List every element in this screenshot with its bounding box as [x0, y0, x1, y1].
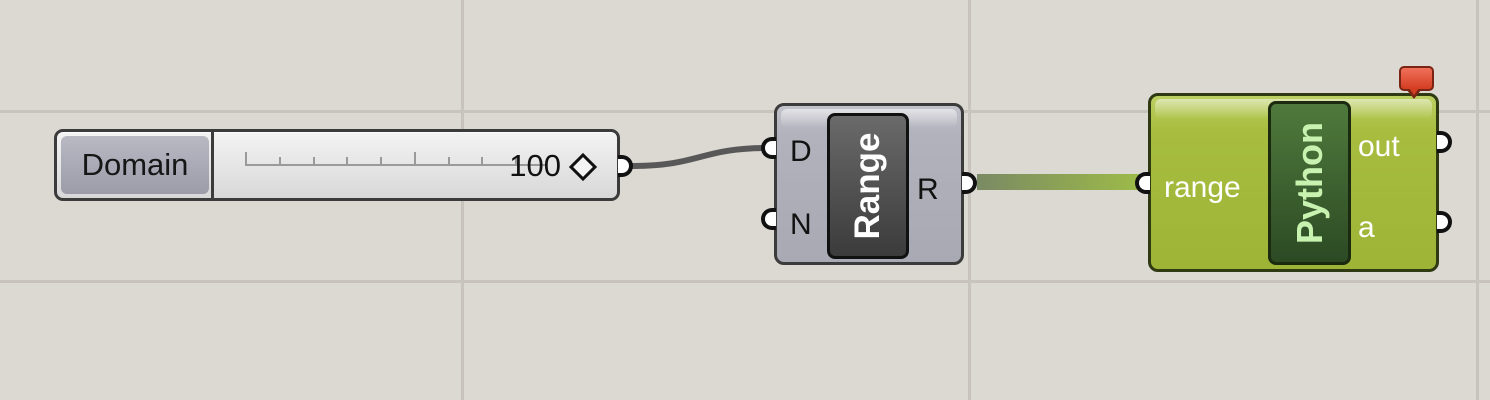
wire-domain-to-range[interactable] — [631, 145, 769, 169]
diamond-grip-icon[interactable] — [568, 152, 598, 182]
range-output-r-label: R — [917, 173, 939, 206]
python-output-out-label: out — [1358, 130, 1400, 163]
range-component[interactable]: D N Range R — [774, 103, 964, 265]
range-input-n-label: N — [790, 208, 812, 241]
number-slider-domain[interactable]: Domain 100 — [54, 129, 620, 201]
slider-output-port[interactable] — [618, 155, 633, 177]
grid-line-horizontal — [0, 280, 1490, 283]
grid-line-horizontal — [0, 110, 1490, 113]
message-balloon-tail-fill — [1409, 88, 1419, 95]
python-input-range-label: range — [1164, 171, 1241, 204]
python-component[interactable]: range Python out a — [1148, 93, 1439, 272]
python-input-port-range[interactable] — [1135, 172, 1150, 194]
slider-label[interactable]: Domain — [61, 136, 209, 194]
grid-line-vertical — [1476, 0, 1479, 400]
range-input-d-label: D — [790, 135, 812, 168]
slider-divider — [211, 132, 214, 198]
range-input-port-d[interactable] — [761, 137, 776, 159]
python-output-a-label: a — [1358, 211, 1375, 244]
slider-track[interactable] — [245, 150, 545, 166]
range-input-port-n[interactable] — [761, 208, 776, 230]
python-output-port-out[interactable] — [1437, 131, 1452, 153]
python-component-title: Python — [1288, 122, 1330, 244]
slider-value[interactable]: 100 — [509, 148, 561, 183]
python-component-name: Python — [1268, 101, 1351, 265]
python-output-port-a[interactable] — [1437, 211, 1452, 233]
wire-range-to-python[interactable] — [977, 174, 1141, 190]
range-component-name: Range — [827, 113, 909, 259]
range-output-port-r[interactable] — [962, 172, 977, 194]
grid-line-vertical — [968, 0, 971, 400]
range-component-title: Range — [848, 132, 887, 240]
